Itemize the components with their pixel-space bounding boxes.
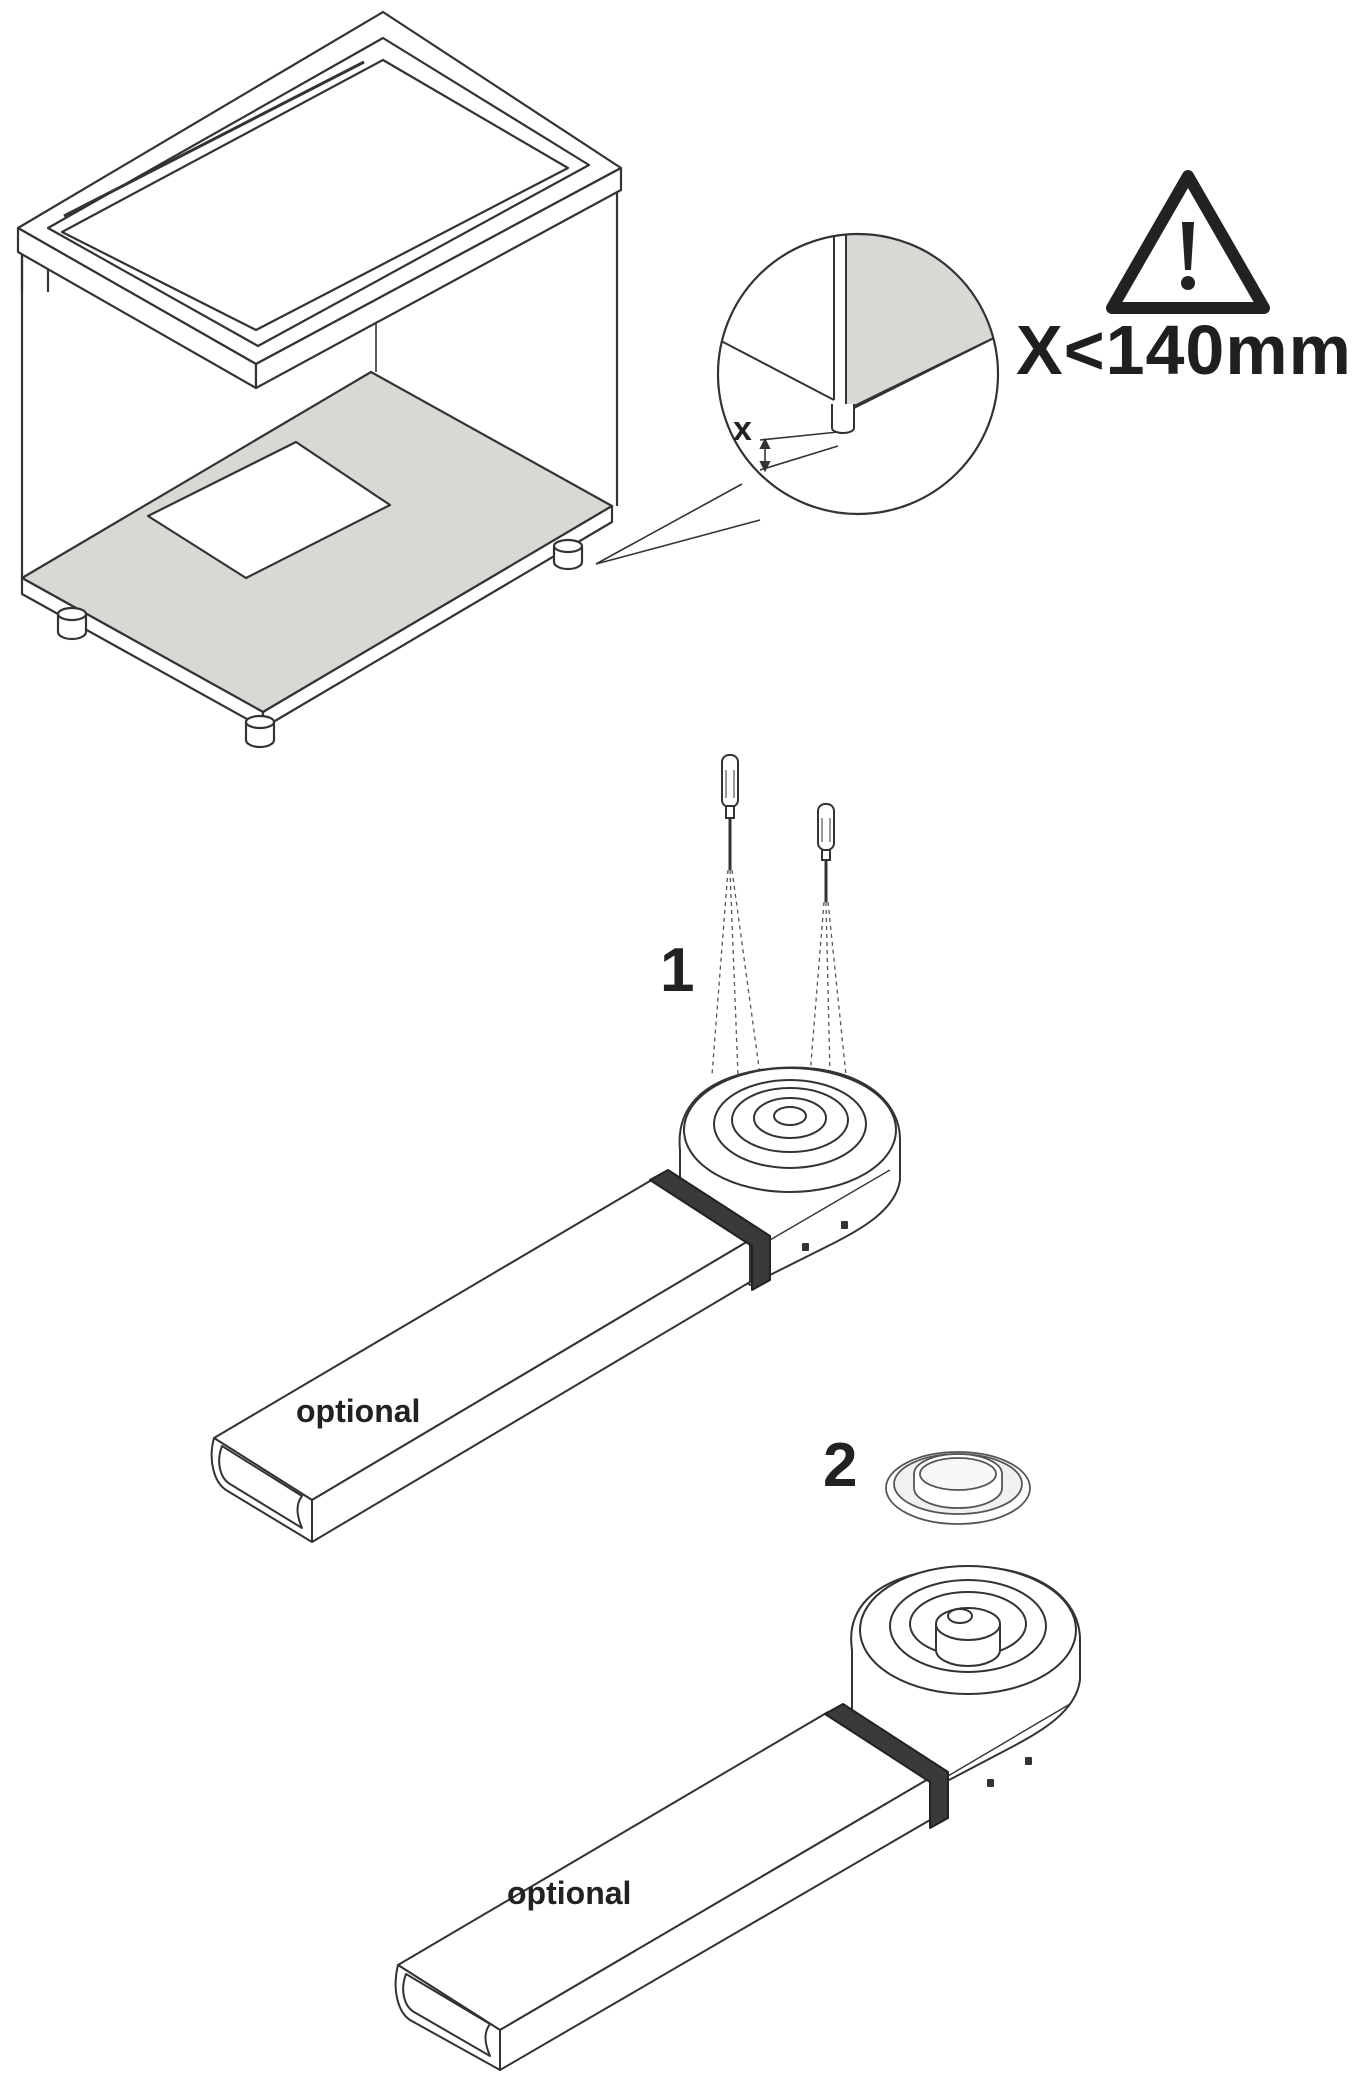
detail-dimension-label: x bbox=[733, 410, 752, 448]
strap bbox=[824, 1703, 949, 1829]
duct-optional-label-bottom: optional bbox=[507, 1875, 632, 1911]
clearance-limit-label: X<140mm bbox=[1016, 311, 1352, 389]
duct-top bbox=[397, 1711, 931, 2031]
strap bbox=[649, 1169, 771, 1291]
duct-optional-label-top: optional bbox=[296, 1393, 421, 1429]
screwdriver-icon bbox=[817, 803, 835, 902]
clearance-detail bbox=[716, 232, 1000, 516]
screwdriver-icon bbox=[721, 754, 739, 870]
step-1-label: 1 bbox=[660, 936, 695, 1005]
screw-guide-lines bbox=[711, 869, 847, 1076]
duct-top bbox=[213, 1177, 751, 1501]
blower-assembly-final bbox=[394, 1565, 1081, 2071]
cabinet-drawing bbox=[16, 10, 761, 749]
blower-assembly-step1 bbox=[210, 1066, 901, 1543]
warning-triangle-icon bbox=[1106, 170, 1270, 314]
collar-part bbox=[885, 1451, 1031, 1525]
cabinet-feet bbox=[56, 538, 584, 749]
step-2-label: 2 bbox=[823, 1431, 858, 1500]
cabinet-cutout bbox=[146, 440, 392, 580]
